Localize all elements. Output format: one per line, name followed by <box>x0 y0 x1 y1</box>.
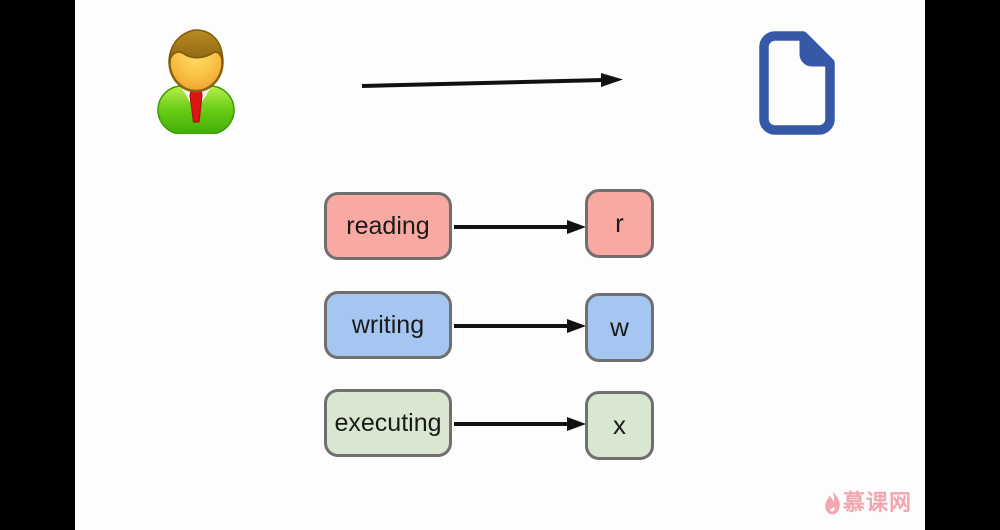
watermark-text: 慕课网 <box>843 490 913 515</box>
permission-label-writing: writing <box>351 310 425 339</box>
permission-symbol-box-x: x <box>585 391 654 460</box>
permission-label-executing: executing <box>334 408 442 437</box>
letterbox-left <box>0 0 75 530</box>
permission-symbol-w: w <box>610 312 629 342</box>
permission-symbol-r: r <box>615 208 624 238</box>
permission-box-executing: executing <box>324 389 452 457</box>
user-icon <box>157 29 235 134</box>
user-to-file-arrow <box>361 73 623 88</box>
writing-arrow <box>454 319 586 333</box>
watermark: 慕课网 <box>825 490 912 516</box>
reading-arrow <box>454 220 586 234</box>
permission-symbol-box-w: w <box>585 293 654 362</box>
flame-icon <box>825 490 840 515</box>
permission-box-reading: reading <box>324 192 452 260</box>
permission-symbol-x: x <box>613 410 626 440</box>
executing-arrow <box>454 417 586 431</box>
file-icon <box>759 31 835 135</box>
permission-label-reading: reading <box>346 211 430 240</box>
permission-box-writing: writing <box>324 291 452 359</box>
letterbox-right <box>925 0 1000 530</box>
permission-symbol-box-r: r <box>585 189 654 258</box>
slide-canvas: reading r writing w executing x <box>75 0 925 530</box>
